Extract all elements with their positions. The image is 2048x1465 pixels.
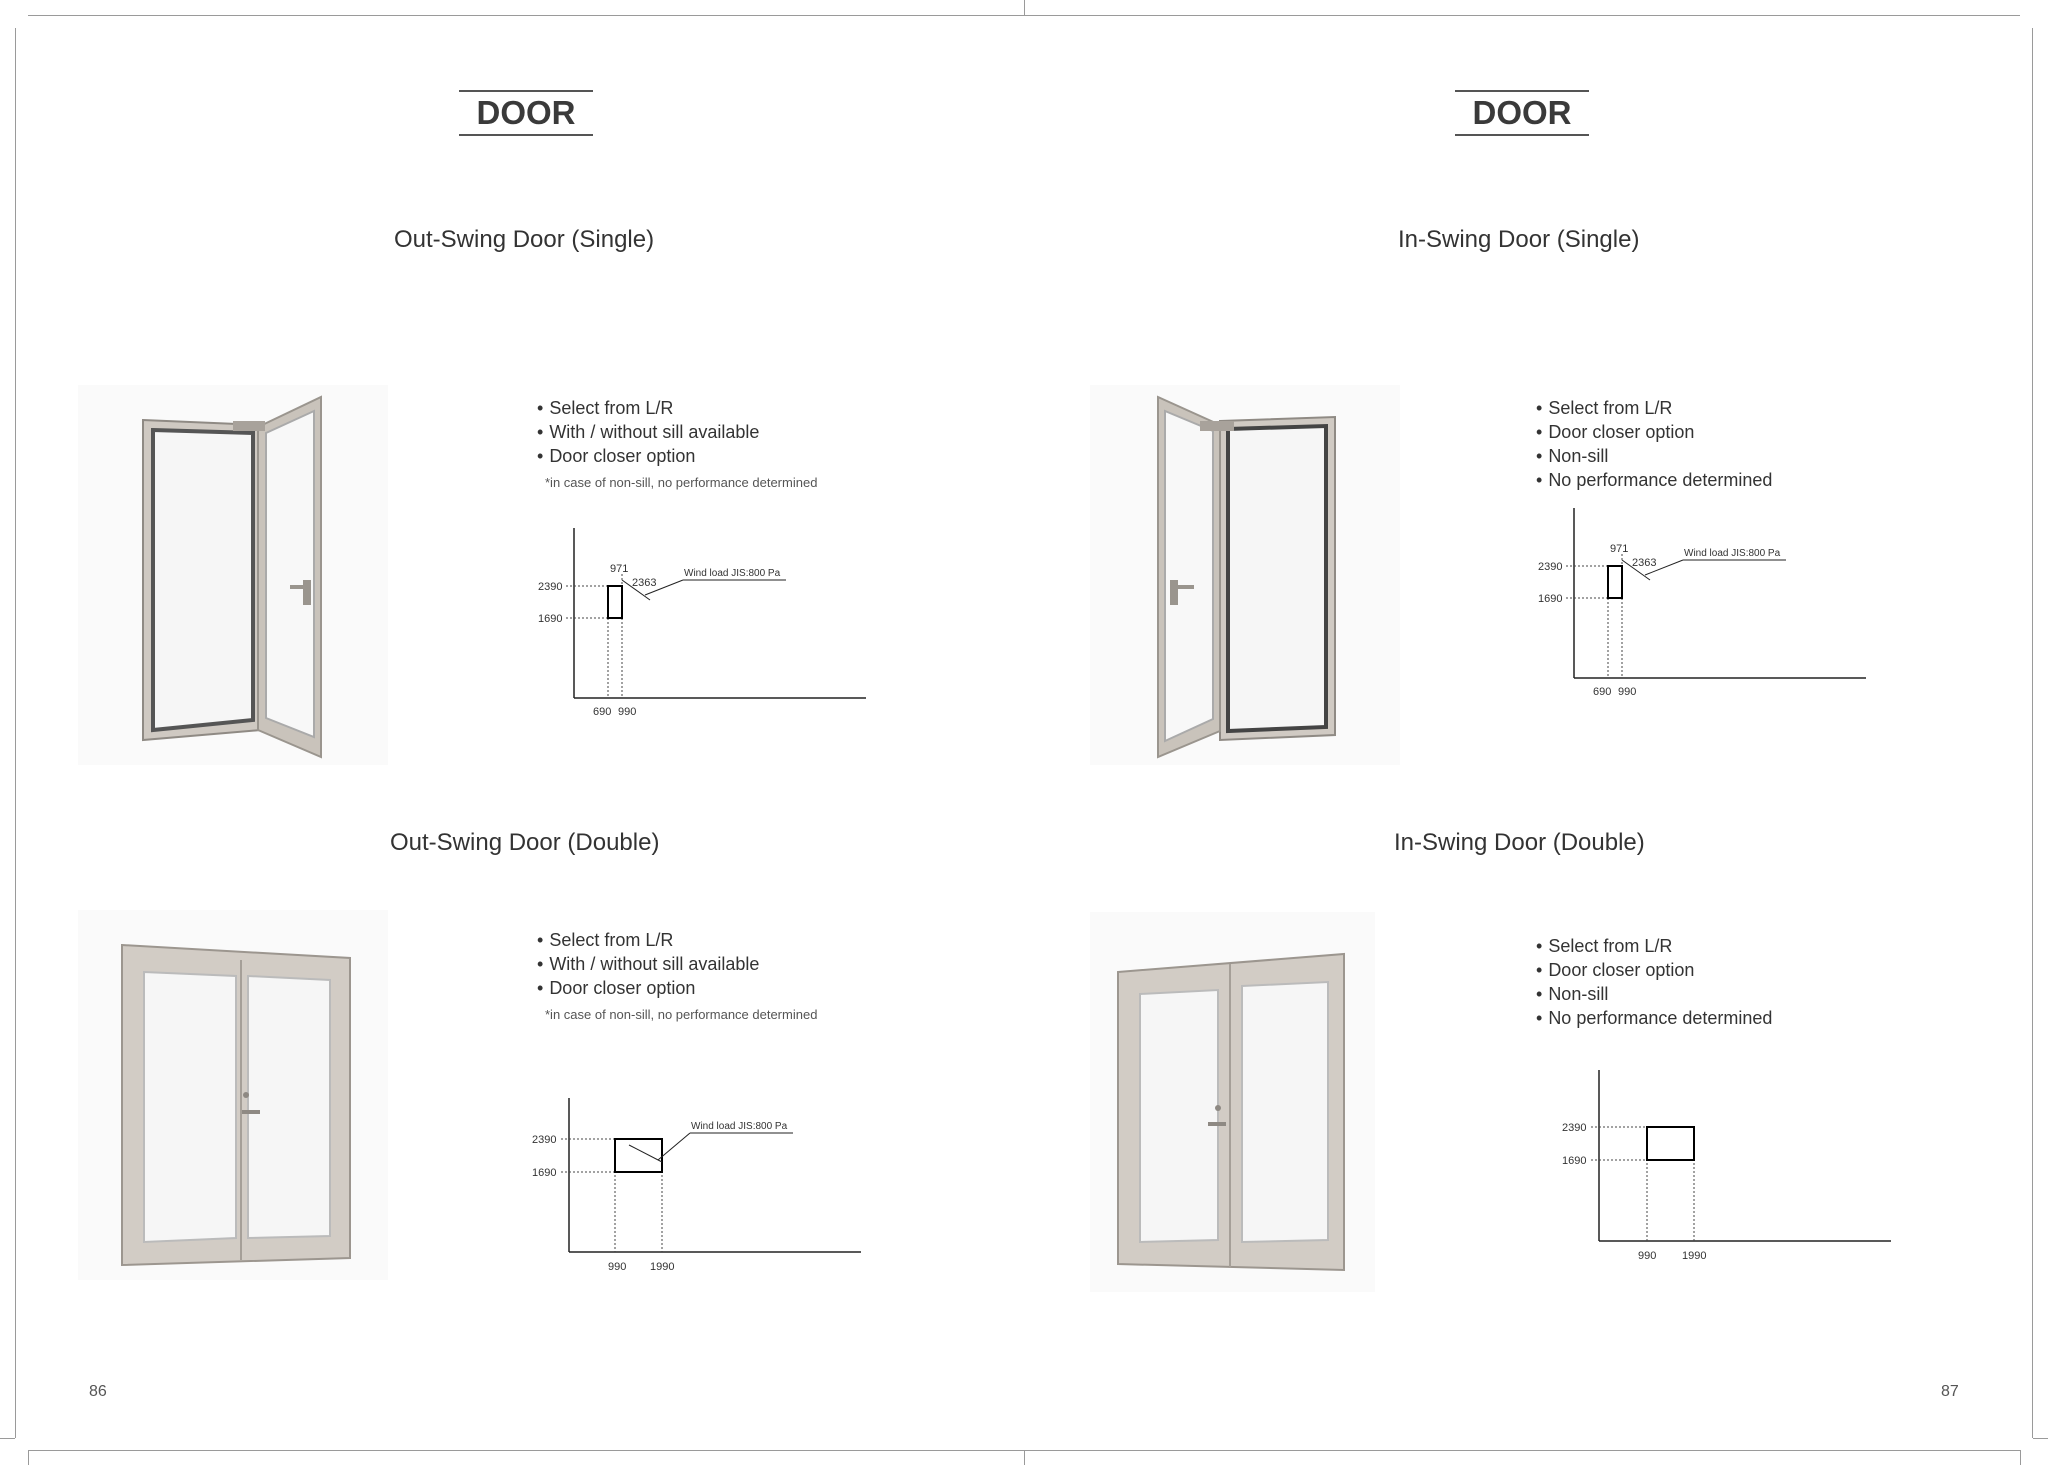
y-tick-label: 2390 bbox=[1562, 1122, 1586, 1134]
feature-list-in-swing-double: Select from L/R Door closer option Non-s… bbox=[1536, 934, 1772, 1030]
annotation-label: Wind load JIS:800 Pa bbox=[684, 568, 781, 579]
x-tick-label: 690 bbox=[593, 706, 611, 718]
annotation-label: Wind load JIS:800 Pa bbox=[691, 1121, 788, 1132]
feature-item: Door closer option bbox=[537, 444, 759, 468]
page-number-right: 87 bbox=[1941, 1383, 1959, 1400]
x-tick-label: 690 bbox=[1593, 686, 1611, 698]
crop-mark-bl bbox=[28, 1450, 29, 1465]
x-tick-label: 1990 bbox=[650, 1261, 674, 1273]
performance-diagram-out-swing-single: 2390 1690 690 990 971 2363 Wind load JIS… bbox=[538, 528, 866, 718]
feature-item: Door closer option bbox=[537, 976, 759, 1000]
out-swing-single-door-photo bbox=[78, 385, 388, 765]
note-out-swing-single: *in case of non-sill, no performance det… bbox=[545, 475, 818, 490]
feature-item: Door closer option bbox=[1536, 958, 1772, 982]
note-out-swing-double: *in case of non-sill, no performance det… bbox=[545, 1007, 818, 1022]
x-tick-label: 990 bbox=[618, 706, 636, 718]
x-tick-label: 990 bbox=[1638, 1250, 1656, 1262]
annotation-label: 971 bbox=[610, 563, 628, 575]
in-swing-double-door-photo bbox=[1090, 912, 1375, 1292]
feature-item: Non-sill bbox=[1536, 982, 1772, 1006]
feature-item: Door closer option bbox=[1536, 420, 1772, 444]
feature-item: Select from L/R bbox=[537, 928, 759, 952]
annotation-label: 2363 bbox=[632, 577, 656, 589]
y-tick-label: 1690 bbox=[1562, 1155, 1586, 1167]
annotation-label: 2363 bbox=[1632, 557, 1656, 569]
in-swing-single-door-icon bbox=[1157, 395, 1336, 759]
y-tick-label: 2390 bbox=[532, 1134, 556, 1146]
in-swing-single-door-photo bbox=[1090, 385, 1400, 765]
feature-item: Select from L/R bbox=[1536, 934, 1772, 958]
feature-item: Non-sill bbox=[1536, 444, 1772, 468]
crop-mark-center-top bbox=[1024, 0, 1025, 15]
feature-item: Select from L/R bbox=[537, 396, 759, 420]
annotation-label: Wind load JIS:800 Pa bbox=[1684, 548, 1781, 559]
y-tick-label: 2390 bbox=[538, 581, 562, 593]
out-swing-double-door-photo bbox=[78, 910, 388, 1280]
crop-line-top bbox=[28, 15, 2020, 16]
section-title-out-swing-single: Out-Swing Door (Single) bbox=[394, 226, 655, 253]
feature-list-in-swing-single: Select from L/R Door closer option Non-s… bbox=[1536, 396, 1772, 492]
out-swing-double-door-icon bbox=[121, 943, 351, 1267]
x-tick-label: 990 bbox=[1618, 686, 1636, 698]
in-swing-double-door-icon bbox=[1117, 952, 1345, 1272]
feature-item: With / without sill available bbox=[537, 952, 759, 976]
out-swing-single-door-icon bbox=[142, 395, 322, 759]
feature-item: No performance determined bbox=[1536, 468, 1772, 492]
feature-list-out-swing-single: Select from L/R With / without sill avai… bbox=[537, 396, 759, 468]
page-header-left: DOOR bbox=[459, 90, 593, 136]
y-tick-label: 1690 bbox=[532, 1167, 556, 1179]
page-header-right: DOOR bbox=[1455, 90, 1589, 136]
section-title-out-swing-double: Out-Swing Door (Double) bbox=[390, 829, 660, 856]
performance-diagram-out-swing-double: 2390 1690 990 1990 Wind load JIS:800 Pa bbox=[532, 1098, 861, 1273]
y-tick-label: 1690 bbox=[538, 613, 562, 625]
y-tick-label: 1690 bbox=[1538, 593, 1562, 605]
crop-line-right bbox=[2032, 28, 2033, 1438]
x-tick-label: 990 bbox=[608, 1261, 626, 1273]
section-title-in-swing-single: In-Swing Door (Single) bbox=[1398, 226, 1640, 253]
section-title-in-swing-double: In-Swing Door (Double) bbox=[1394, 829, 1645, 856]
feature-item: No performance determined bbox=[1536, 1006, 1772, 1030]
annotation-label: 971 bbox=[1610, 543, 1628, 555]
performance-diagram-in-swing-double: 2390 1690 990 1990 bbox=[1562, 1070, 1891, 1262]
crop-mark-br2 bbox=[2033, 1438, 2048, 1439]
feature-item: With / without sill available bbox=[537, 420, 759, 444]
y-tick-label: 2390 bbox=[1538, 561, 1562, 573]
x-tick-label: 1990 bbox=[1682, 1250, 1706, 1262]
crop-line-left bbox=[15, 28, 16, 1438]
performance-diagram-in-swing-single: 2390 1690 690 990 971 2363 Wind load JIS… bbox=[1538, 508, 1866, 698]
feature-item: Select from L/R bbox=[1536, 396, 1772, 420]
crop-mark-br bbox=[2020, 1450, 2021, 1465]
page-number-left: 86 bbox=[89, 1383, 107, 1400]
crop-mark-center-bottom bbox=[1024, 1450, 1025, 1465]
feature-list-out-swing-double: Select from L/R With / without sill avai… bbox=[537, 928, 759, 1000]
crop-mark-bl2 bbox=[0, 1438, 15, 1439]
